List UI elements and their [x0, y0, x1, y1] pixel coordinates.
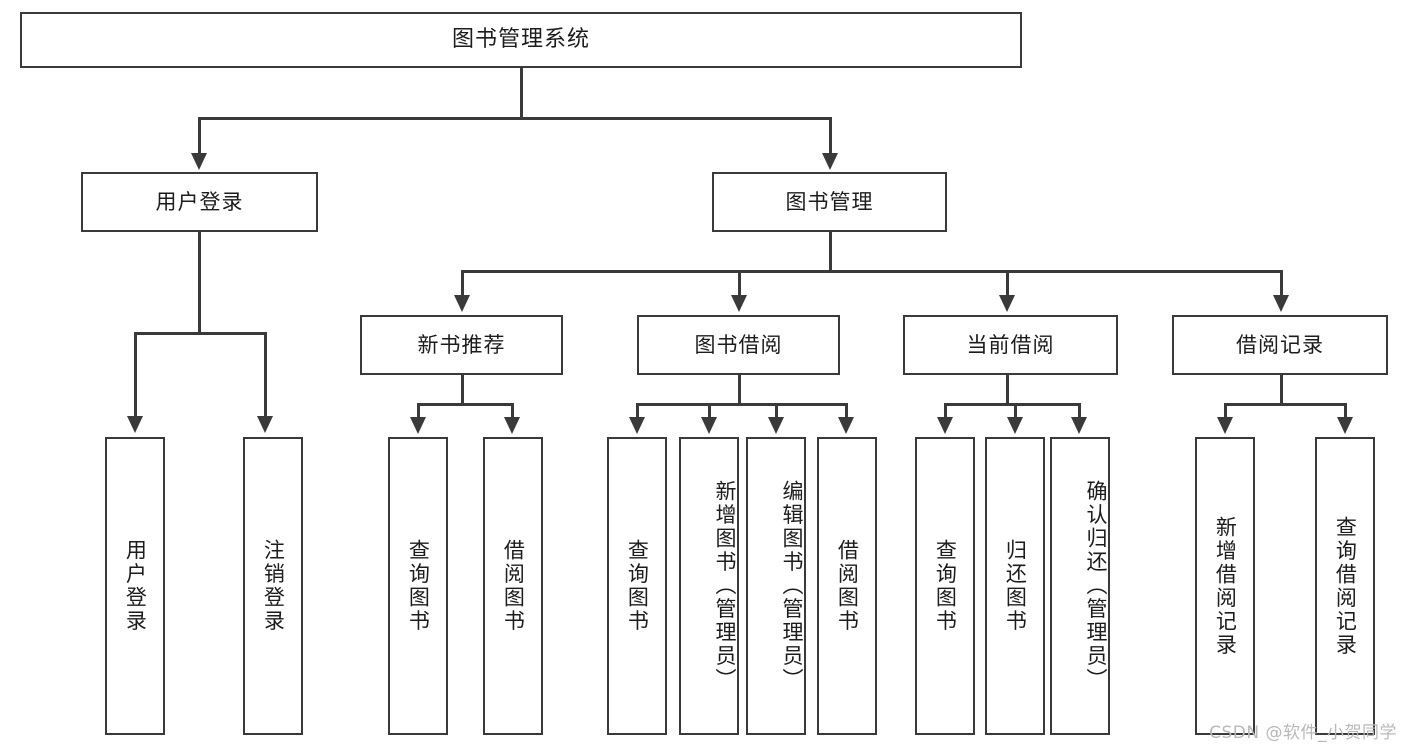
- connector-root-to-user-login: [198, 117, 201, 157]
- arrowhead-nbr-to-leaf-1: [410, 417, 426, 434]
- arrowhead-user-login-to-leaf-1: [127, 416, 143, 433]
- arrowhead-br-to-leaf-1: [1217, 417, 1233, 434]
- arrowhead-br-to-leaf-2: [1337, 417, 1353, 434]
- connector-bm-to-current-borrow: [1006, 270, 1009, 298]
- node-new-book-recommend[interactable]: 新书推荐: [360, 315, 563, 375]
- node-label: 查询图书: [625, 539, 650, 633]
- node-label: 查询借阅记录: [1333, 515, 1358, 657]
- arrowhead-bb-to-leaf-2: [701, 417, 717, 434]
- node-label: 新增图书（管理员）: [713, 480, 737, 692]
- arrowhead-bm-to-new-book-recommend: [454, 295, 470, 312]
- leaf-query-book-1[interactable]: 查询图书: [388, 437, 448, 735]
- leaf-edit-book[interactable]: 编辑图书（管理员）: [746, 437, 806, 735]
- connector-new-book-recommend-stem: [461, 375, 464, 404]
- connector-nbr-to-leaf-1: [417, 403, 420, 419]
- connector-br-to-leaf-2: [1344, 403, 1347, 419]
- connector-user-login-to-leaf-1: [134, 332, 137, 418]
- leaf-confirm-return[interactable]: 确认归还（管理员）: [1050, 437, 1110, 735]
- leaf-logout-login[interactable]: 注销登录: [243, 437, 303, 735]
- arrowhead-bb-to-leaf-1: [629, 417, 645, 434]
- connector-current-borrow-stem: [1006, 375, 1009, 404]
- arrowhead-user-login-to-leaf-2: [257, 416, 273, 433]
- connector-book-borrow-bar: [636, 403, 847, 406]
- connector-nbr-to-leaf-2: [511, 403, 514, 419]
- leaf-query-record[interactable]: 查询借阅记录: [1315, 437, 1375, 735]
- node-label: 确认归还（管理员）: [1084, 480, 1108, 692]
- connector-br-to-leaf-1: [1224, 403, 1227, 419]
- arrowhead-bb-to-leaf-4: [838, 417, 854, 434]
- leaf-query-book-3[interactable]: 查询图书: [915, 437, 975, 735]
- node-label: 查询图书: [406, 539, 431, 633]
- node-label: 查询图书: [933, 539, 958, 633]
- node-label: 借阅图书: [501, 539, 526, 633]
- connector-bb-to-leaf-1: [636, 403, 639, 419]
- node-label: 借阅图书: [835, 539, 860, 633]
- leaf-return-book[interactable]: 归还图书: [985, 437, 1045, 735]
- leaf-add-book[interactable]: 新增图书（管理员）: [679, 437, 739, 735]
- node-current-borrow[interactable]: 当前借阅: [903, 315, 1118, 375]
- node-label: 用户登录: [123, 539, 148, 633]
- arrowhead-cb-to-leaf-3: [1071, 417, 1087, 434]
- node-label: 图书管理系统: [451, 27, 590, 53]
- node-label: 编辑图书（管理员）: [780, 480, 804, 692]
- arrowhead-cb-to-leaf-2: [1007, 417, 1023, 434]
- connector-new-book-recommend-bar: [417, 403, 513, 406]
- connector-book-management-stem: [829, 232, 832, 271]
- connector-current-borrow-bar: [944, 403, 1080, 406]
- connector-bb-to-leaf-2: [708, 403, 711, 419]
- connector-root-to-book-management: [829, 117, 832, 157]
- node-label: 图书管理: [785, 189, 874, 214]
- arrowhead-root-to-book-management: [822, 153, 838, 170]
- connector-cb-to-leaf-2: [1014, 403, 1017, 419]
- connector-root-bar: [198, 117, 832, 120]
- node-user-login[interactable]: 用户登录: [81, 172, 318, 232]
- leaf-user-login[interactable]: 用户登录: [105, 437, 165, 735]
- connector-borrow-record-stem: [1280, 375, 1283, 404]
- leaf-query-book-2[interactable]: 查询图书: [607, 437, 667, 735]
- arrowhead-bm-to-borrow-record: [1273, 295, 1289, 312]
- node-book-management[interactable]: 图书管理: [712, 172, 947, 232]
- arrowhead-root-to-user-login: [191, 153, 207, 170]
- connector-bb-to-leaf-4: [845, 403, 848, 419]
- connector-bm-to-borrow-record: [1280, 270, 1283, 298]
- node-borrow-record[interactable]: 借阅记录: [1172, 315, 1388, 375]
- node-label: 新书推荐: [417, 332, 506, 357]
- connector-bm-to-new-book-recommend: [461, 270, 464, 298]
- connector-book-borrow-stem: [738, 375, 741, 404]
- arrowhead-bm-to-current-borrow: [999, 295, 1015, 312]
- node-root-book-management-system[interactable]: 图书管理系统: [20, 12, 1022, 68]
- connector-user-login-bar: [134, 332, 266, 335]
- node-label: 借阅记录: [1236, 332, 1324, 357]
- connector-bm-to-book-borrow: [738, 270, 741, 298]
- csdn-watermark: CSDN @软件_小贺同学: [1209, 723, 1397, 743]
- arrowhead-cb-to-leaf-1: [937, 417, 953, 434]
- connector-root-stem: [520, 68, 523, 118]
- node-book-borrow[interactable]: 图书借阅: [637, 315, 840, 375]
- arrowhead-bm-to-book-borrow: [731, 295, 747, 312]
- arrowhead-bb-to-leaf-3: [768, 417, 784, 434]
- node-label: 归还图书: [1003, 539, 1028, 633]
- connector-bb-to-leaf-3: [775, 403, 778, 419]
- node-label: 注销登录: [261, 539, 286, 633]
- leaf-borrow-book-2[interactable]: 借阅图书: [817, 437, 877, 735]
- node-label: 新增借阅记录: [1213, 515, 1238, 657]
- leaf-borrow-book-1[interactable]: 借阅图书: [483, 437, 543, 735]
- node-label: 图书借阅: [694, 332, 783, 357]
- connector-book-management-bar: [461, 270, 1282, 273]
- connector-cb-to-leaf-1: [944, 403, 947, 419]
- node-label: 用户登录: [155, 189, 244, 214]
- leaf-add-record[interactable]: 新增借阅记录: [1195, 437, 1255, 735]
- connector-borrow-record-bar: [1224, 403, 1346, 406]
- arrowhead-nbr-to-leaf-2: [504, 417, 520, 434]
- connector-user-login-to-leaf-2: [264, 332, 267, 418]
- connector-user-login-stem: [198, 232, 201, 333]
- connector-cb-to-leaf-3: [1078, 403, 1081, 419]
- node-label: 当前借阅: [966, 332, 1055, 357]
